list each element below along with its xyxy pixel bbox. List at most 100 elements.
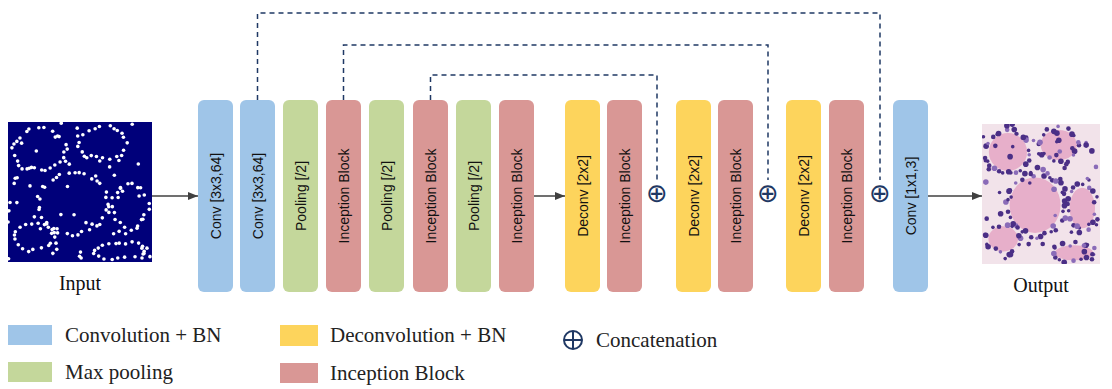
nucleus-dot <box>1040 242 1045 247</box>
cell-dot <box>101 216 105 220</box>
cell-dot <box>130 182 134 186</box>
cell-dot <box>14 230 18 234</box>
nucleus-dot <box>1032 139 1036 143</box>
cell-dot <box>18 225 22 229</box>
nucleus-dot <box>1065 196 1071 202</box>
inception-block: Inception Block <box>718 100 753 292</box>
cell-dot <box>108 165 112 169</box>
nucleus-dot <box>1029 235 1034 240</box>
cell-dot <box>53 163 57 167</box>
nucleus-dot <box>1011 127 1017 133</box>
cell-dot <box>33 215 37 219</box>
nucleus-dot <box>1060 241 1066 247</box>
pooling-block: Pooling [/2] <box>456 100 491 292</box>
nucleus-dot <box>1095 195 1099 199</box>
nucleus-dot <box>1084 255 1090 261</box>
nucleus-dot <box>1082 243 1087 248</box>
nucleus-dot <box>1027 149 1031 153</box>
cell-dot <box>129 228 133 232</box>
nucleus-dot <box>1004 124 1010 129</box>
block-label: Deconv [2x2] <box>575 155 591 237</box>
cell-dot <box>40 168 44 172</box>
cell-dot <box>51 129 55 133</box>
nucleus-dot <box>1061 260 1067 264</box>
nucleus-dot <box>1071 258 1076 263</box>
nucleus-dot <box>1072 153 1076 157</box>
cell-dot <box>112 232 116 236</box>
cell-dot <box>8 220 10 224</box>
cell-dot <box>141 217 145 221</box>
concat-plus <box>572 331 574 349</box>
nucleus-dot <box>986 167 991 172</box>
image-panel: Output <box>982 124 1100 302</box>
nucleus-dot <box>1067 216 1073 222</box>
cell-dot <box>50 228 54 232</box>
nucleus-dot <box>1020 178 1025 183</box>
nucleus-dot <box>1061 210 1065 214</box>
nucleus-dot <box>1069 131 1075 137</box>
cell-dot <box>98 125 102 129</box>
cell-dot <box>106 203 110 207</box>
nucleus-dot <box>999 250 1003 254</box>
cell-dot <box>147 202 151 206</box>
cell-dot <box>88 228 92 232</box>
cell-dot <box>13 233 17 237</box>
nucleus-dot <box>984 216 989 221</box>
cell-dot <box>118 221 122 225</box>
cell-dot <box>119 187 123 191</box>
concat-legend-symbol <box>564 331 582 349</box>
cell-dot <box>43 169 47 173</box>
cell-dot <box>76 233 80 237</box>
cell-dot <box>147 208 151 212</box>
conv-block: Conv [3x3,64] <box>240 100 275 292</box>
nucleus-dot <box>1011 145 1015 149</box>
nucleus-dot <box>1026 242 1031 247</box>
cell-dot <box>8 257 10 261</box>
concat-circle <box>564 331 582 349</box>
cell-dot <box>30 166 34 170</box>
cell-dot <box>108 157 112 161</box>
nucleus-dot <box>1058 258 1062 262</box>
cell-dot <box>137 241 141 245</box>
nucleus-dot <box>1076 140 1081 145</box>
concat-symbol: ⊕ <box>867 180 893 206</box>
nucleus-dot <box>1023 161 1029 167</box>
nucleus-dot <box>998 191 1002 195</box>
cell-dot <box>105 190 109 194</box>
legend-swatch <box>8 362 52 382</box>
nucleus-dot <box>1018 169 1022 173</box>
cell-dot <box>114 242 118 246</box>
block-label: Pooling [/2] <box>379 161 395 231</box>
nucleus-dot <box>1003 257 1007 261</box>
nucleus-dot <box>1014 170 1019 175</box>
cell-dot <box>13 237 17 241</box>
cell-dot <box>53 135 57 139</box>
block-label: Pooling [/2] <box>466 161 482 231</box>
nucleus-dot <box>983 179 989 185</box>
cell-dot <box>15 201 19 205</box>
legend-label: Inception Block <box>330 361 465 386</box>
cell-dot <box>62 150 66 154</box>
cell-dot <box>12 142 16 146</box>
concat-node: ⊕ <box>755 180 781 206</box>
image-panel: Input <box>8 122 152 300</box>
nucleus-dot <box>1035 165 1041 171</box>
nucleus-dot <box>1052 245 1057 250</box>
cell-dot <box>123 255 127 259</box>
cell-dot <box>81 133 85 137</box>
nucleus-dot <box>1017 243 1021 247</box>
cell-dot <box>90 222 94 226</box>
nucleus-dot <box>1040 167 1046 173</box>
cell-dot <box>51 178 55 182</box>
legend-swatch <box>280 325 318 346</box>
cell-dot <box>141 245 145 249</box>
nucleus-dot <box>1090 188 1096 194</box>
nucleus-dot <box>1094 165 1099 170</box>
nucleus-dot <box>1006 198 1010 202</box>
nucleus-dot <box>1028 181 1032 185</box>
nucleus-dot <box>1056 125 1060 129</box>
nucleus-dot <box>996 131 1002 137</box>
cell-dot <box>104 208 108 212</box>
cell-dot <box>120 132 124 136</box>
